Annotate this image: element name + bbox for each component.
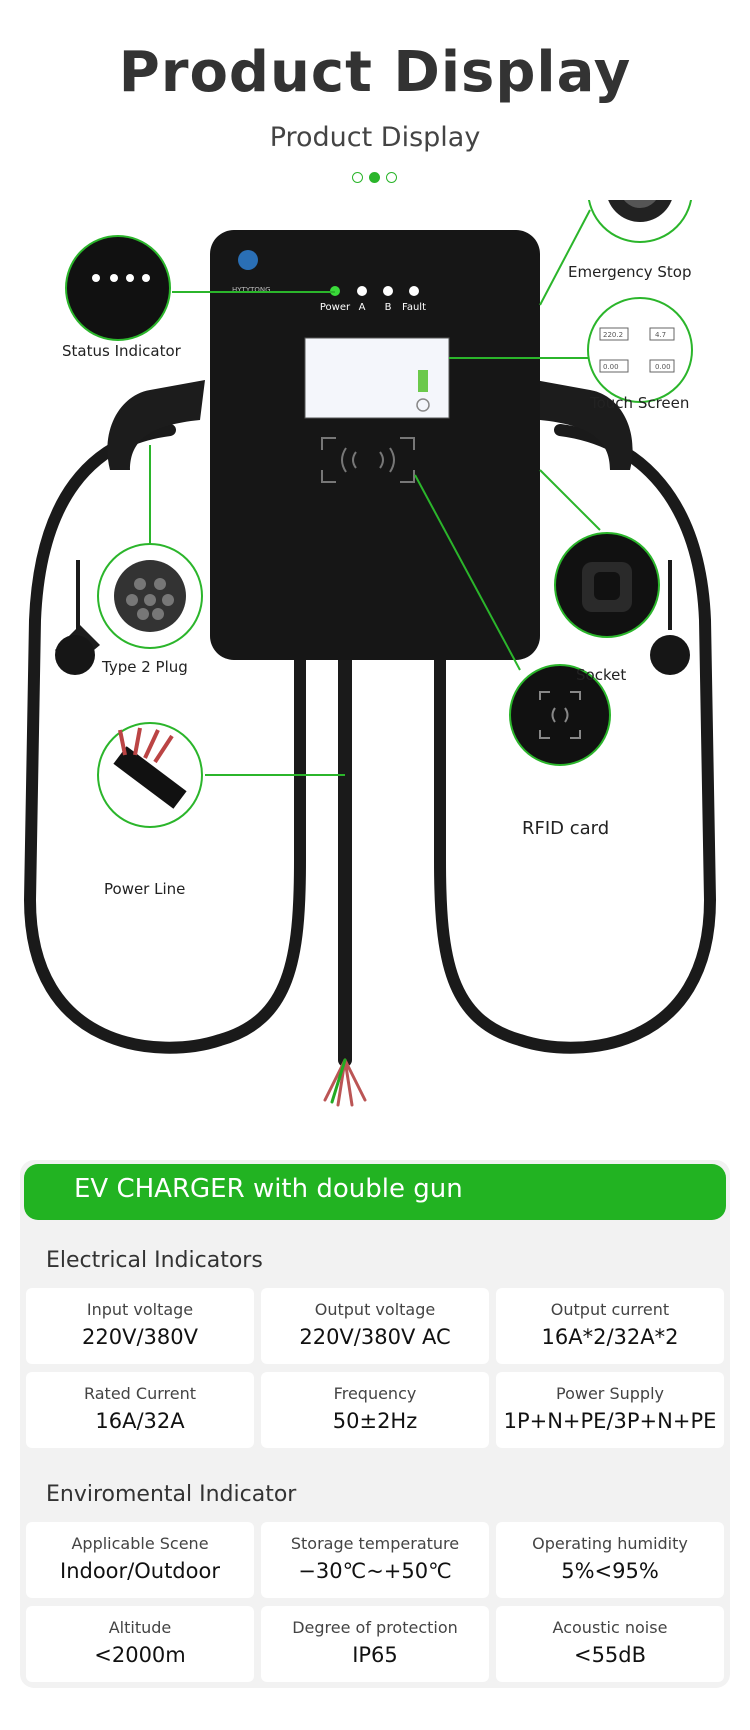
spec-label: Storage temperature [290,1534,460,1553]
spec-label: Frequency [333,1384,417,1403]
left-charging-gun [55,380,205,675]
spec-cell: Degree of protection IP65 [261,1606,489,1682]
spec-cell: Altitude <2000m [26,1606,254,1682]
left-cable [23,424,306,1054]
spec-label: Applicable Scene [71,1534,209,1553]
touch-screen-detail: 220.2 4.7 0.00 0.00 [599,327,675,373]
spec-value: 1P+N+PE/3P+N+PE [503,1409,717,1433]
spec-cell: Applicable Scene Indoor/Outdoor [26,1522,254,1598]
spec-cell: Frequency 50±2Hz [261,1372,489,1448]
status-indicator-detail [92,274,150,282]
brand-text: HYTYTONG [232,286,271,294]
rfid-card-label: RFID card [522,818,610,839]
spec-cell: Input voltage 220V/380V [26,1288,254,1364]
spec-value: 220V/380V [82,1325,198,1349]
spec-label: Output current [550,1300,670,1319]
rfid-callout [509,664,611,766]
spec-value: 5%<95% [561,1559,659,1583]
power-line-label: Power Line [104,880,186,898]
spec-value: 16A/32A [95,1409,185,1433]
touch-screen-callout [587,297,693,403]
emergency-stop-label: Emergency Stop [568,263,692,281]
spec-cell: Output voltage 220V/380V AC [261,1288,489,1364]
spec-cell: Rated Current 16A/32A [26,1372,254,1448]
spec-label: Output voltage [314,1300,436,1319]
screen-field-capacity-value: 0.00 [603,363,619,371]
screen-field-fee-value: 0.00 [655,363,671,371]
spec-cell: Power Supply 1P+N+PE/3P+N+PE [496,1372,724,1448]
type2-plug-label: Type 2 Plug [102,658,188,676]
socket-detail [582,562,632,612]
page-title: Product Display [118,40,632,105]
screen-field-current-value: 4.7 [655,331,666,339]
charger-illustration: HYTYTONG Power A B Fault [23,200,717,1107]
status-indicator-label: Status Indicator [62,342,181,360]
led-label-a: A [359,302,366,313]
spec-cell: Storage temperature −30℃~+50℃ [261,1522,489,1598]
power-line-detail [113,727,187,809]
spec-value: 220V/380V AC [299,1325,451,1349]
rfid-card-detail [539,691,581,739]
spec-value: 50±2Hz [332,1409,418,1433]
right-cable [434,424,717,1054]
carousel-dots [352,172,397,183]
spec-banner: EV CHARGER with double gun [24,1164,726,1220]
carousel-dot[interactable] [386,172,397,183]
brand-logo [238,250,258,270]
emergency-stop-detail [608,200,672,222]
status-indicator-callout [65,235,171,341]
spec-value: Indoor/Outdoor [60,1559,220,1583]
electrical-section-title: Electrical Indicators [46,1248,263,1273]
right-charging-gun [535,380,690,675]
spec-cell: Acoustic noise <55dB [496,1606,724,1682]
screen-field-voltage-value: 220.2 [603,331,623,339]
spec-label: Input voltage [86,1300,194,1319]
spec-value: −30℃~+50℃ [298,1559,452,1583]
led-label-power: Power [320,302,351,313]
spec-value: <2000m [94,1643,186,1667]
spec-label: Altitude [108,1618,172,1637]
socket-label: Socket [576,666,627,684]
environmental-section-title: Enviromental Indicator [46,1482,297,1507]
spec-value: 16A*2/32A*2 [541,1325,679,1349]
rfid-reader [321,437,415,483]
led-label-fault: Fault [402,302,426,313]
type2-plug-detail [114,560,186,632]
touch-screen-label: Touch Screen [590,394,690,412]
carousel-dot[interactable] [352,172,363,183]
page-subtitle: Product Display [269,122,481,153]
led-label-b: B [385,302,392,313]
spec-cell: Output current 16A*2/32A*2 [496,1288,724,1364]
spec-value: <55dB [573,1643,647,1667]
spec-cell: Operating humidity 5%<95% [496,1522,724,1598]
spec-label: Operating humidity [532,1534,688,1553]
spec-value: IP65 [352,1643,398,1667]
spec-label: Degree of protection [292,1618,458,1637]
cables [23,424,717,1107]
charger-body [210,230,540,660]
spec-label: Rated Current [83,1384,197,1403]
carousel-dot-active[interactable] [369,172,380,183]
spec-label: Acoustic noise [552,1618,668,1637]
spec-label: Power Supply [556,1384,664,1403]
